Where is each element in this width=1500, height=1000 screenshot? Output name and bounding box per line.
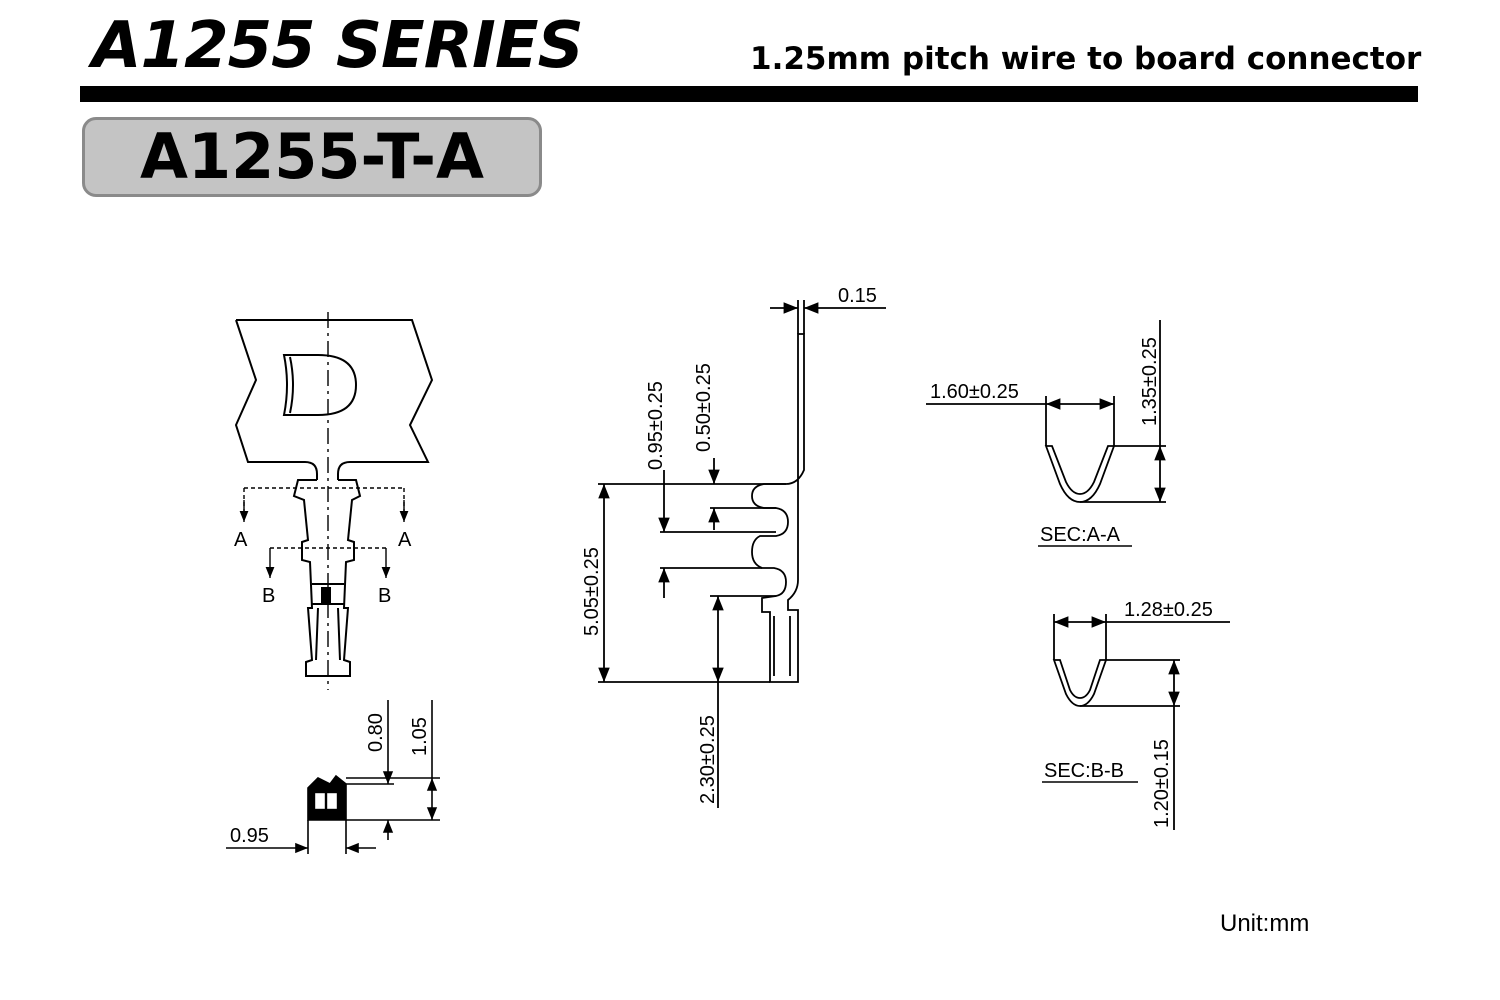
sec-bb-dim-height: 1.20±0.15 bbox=[1151, 739, 1173, 828]
section-b-label-left: B bbox=[262, 585, 275, 607]
series-title: A1255 SERIES bbox=[92, 9, 584, 83]
sec-bb-label: SEC:B-B bbox=[1044, 760, 1124, 782]
end-dim-080: 0.80 bbox=[365, 713, 387, 752]
part-number: A1255-T-A bbox=[139, 120, 485, 193]
sec-aa-label: SEC:A-A bbox=[1040, 524, 1121, 546]
end-view-body bbox=[307, 774, 347, 821]
part-number-box: A1255-T-A bbox=[82, 117, 542, 197]
header-rule bbox=[80, 86, 1418, 102]
pilot-hole bbox=[282, 354, 358, 416]
terminal-side-profile bbox=[751, 333, 805, 683]
end-dim-105: 1.05 bbox=[409, 717, 431, 756]
end-dim-095: 0.95 bbox=[230, 825, 269, 847]
sec-aa-dim-height: 1.35±0.25 bbox=[1139, 337, 1161, 426]
side-dim-050: 0.50±0.25 bbox=[693, 363, 715, 452]
section-b-label-right: B bbox=[378, 585, 391, 607]
section-a-label-left: A bbox=[234, 529, 248, 551]
section-a-label-right: A bbox=[398, 529, 412, 551]
side-dim-230: 2.30±0.25 bbox=[697, 715, 719, 804]
side-view bbox=[598, 300, 886, 808]
section-bb bbox=[1042, 614, 1230, 830]
sec-aa-dim-width: 1.60±0.25 bbox=[930, 381, 1019, 403]
section-aa bbox=[926, 320, 1166, 547]
carrier-strip bbox=[234, 319, 434, 480]
terminal-body bbox=[292, 479, 362, 677]
unit-label: Unit:mm bbox=[1220, 910, 1310, 937]
side-dim-095: 0.95±0.25 bbox=[645, 381, 667, 470]
side-dim-505: 5.05±0.25 bbox=[581, 547, 603, 636]
side-dim-015: 0.15 bbox=[838, 285, 877, 307]
sec-bb-dim-width: 1.28±0.25 bbox=[1124, 599, 1213, 621]
end-view bbox=[226, 700, 440, 854]
front-view bbox=[234, 312, 434, 690]
series-subtitle: 1.25mm pitch wire to board connector bbox=[750, 41, 1422, 77]
